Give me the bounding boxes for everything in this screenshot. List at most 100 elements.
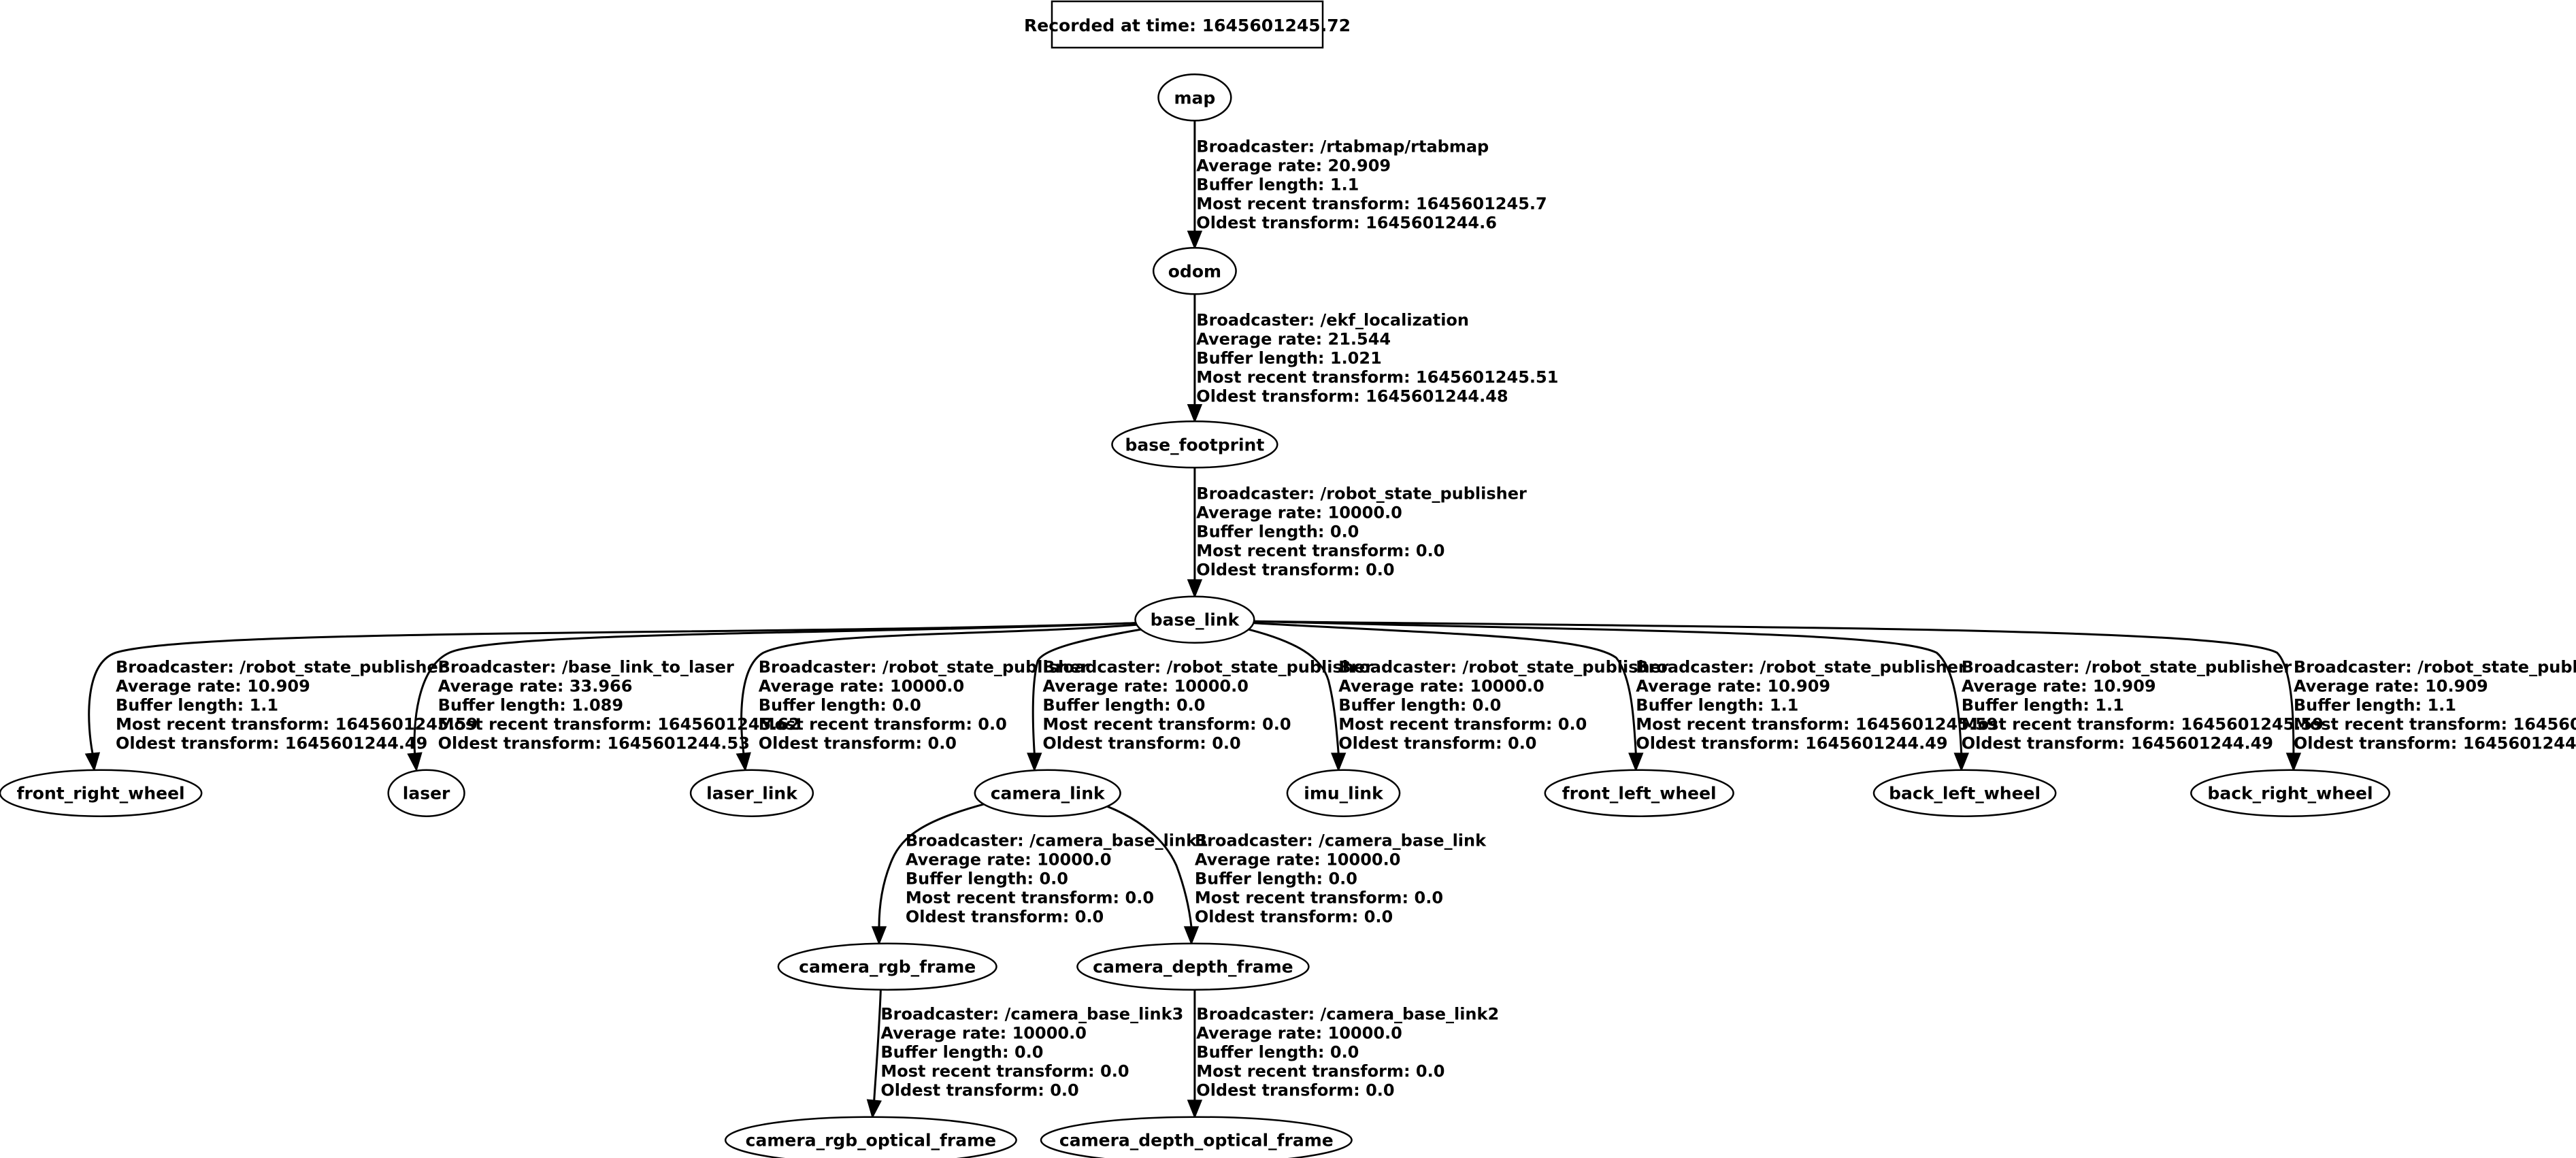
- edge-label-line: Oldest transform: 0.0: [1195, 908, 1393, 927]
- edge-label-line: Buffer length: 1.1: [2294, 696, 2456, 715]
- edge-base_link-to-back_right_wheel: [1254, 620, 2302, 772]
- edge-label-line: Average rate: 10000.0: [906, 850, 1112, 870]
- arrowhead-icon: [1187, 579, 1203, 599]
- edge-label-line: Most recent transform: 0.0: [1196, 1062, 1444, 1081]
- edge-base_link-to-laser: [407, 622, 1137, 772]
- edge-line: [1252, 622, 1637, 754]
- edge-line: [88, 622, 1137, 754]
- edge-line: [878, 801, 989, 927]
- edge-label-line: Buffer length: 0.0: [906, 870, 1068, 889]
- edge-label-line: Average rate: 10.909: [116, 677, 310, 696]
- edge-label-base_link-to-front_right_wheel: Broadcaster: /robot_state_publisherAvera…: [116, 657, 478, 752]
- node-label: laser_link: [706, 784, 798, 804]
- edge-line: [413, 622, 1137, 754]
- node-ellipse: [777, 942, 997, 991]
- arrowhead-icon: [1187, 404, 1203, 423]
- edge-label-line: Oldest transform: 0.0: [1196, 561, 1394, 580]
- node-label: base_footprint: [1125, 435, 1264, 454]
- node-front-left-wheel: front_left_wheel: [1544, 769, 1734, 817]
- edge-label-line: Oldest transform: 1645601244.49: [116, 734, 427, 753]
- node-map: map: [1157, 73, 1232, 122]
- edge-camera_rgb_frame-to-camera_rgb_optical_frame: [866, 989, 882, 1119]
- edge-base_link-to-laser_link: [736, 623, 1139, 772]
- edge-label-line: Oldest transform: 0.0: [1196, 1081, 1394, 1100]
- nodes-layer: map odom base_footprint base_link front_righ…: [0, 73, 2390, 1158]
- edge-label-line: Buffer length: 1.1: [116, 696, 278, 715]
- node-ellipse: [387, 769, 465, 817]
- edge-label-line: Most recent transform: 0.0: [906, 889, 1154, 908]
- node-camera-rgb-optical-frame: camera_rgb_optical_frame: [725, 1116, 1017, 1158]
- edge-label-line: Most recent transform: 1645601245.59: [2294, 715, 2576, 734]
- node-back-left-wheel: back_left_wheel: [1872, 769, 2057, 817]
- node-label: front_right_wheel: [17, 784, 185, 804]
- node-label: base_link: [1151, 610, 1240, 630]
- arrowhead-icon: [736, 752, 751, 772]
- edge-line: [1106, 805, 1193, 927]
- node-front-right-wheel: front_right_wheel: [0, 769, 203, 817]
- node-ellipse: [1286, 769, 1401, 817]
- edge-label-line: Broadcaster: /robot_state_publisher: [116, 657, 446, 676]
- node-base-link: base_link: [1134, 595, 1255, 644]
- node-camera-rgb-frame: camera_rgb_frame: [777, 942, 997, 991]
- edge-camera_depth_frame-to-camera_depth_optical_frame: [1187, 989, 1203, 1119]
- edge-label-line: Broadcaster: /camera_base_link3: [880, 1004, 1183, 1023]
- arrowhead-icon: [407, 752, 423, 772]
- edge-label-line: Broadcaster: /robot_state_publisher: [1338, 657, 1669, 676]
- edge-label-line: Average rate: 21.544: [1196, 330, 1391, 349]
- arrowhead-icon: [1027, 752, 1042, 772]
- node-base-footprint: base_footprint: [1111, 420, 1278, 469]
- arrowhead-icon: [1628, 752, 1644, 772]
- edge-label-line: Average rate: 10.909: [1962, 677, 2156, 696]
- edge-label-line: Broadcaster: /robot_state_publisher: [1636, 657, 1966, 676]
- edge-label-base_link-to-front_left_wheel: Broadcaster: /robot_state_publisherAvera…: [1636, 657, 1998, 752]
- edge-label-line: Buffer length: 1.1: [1196, 176, 1359, 195]
- edge-line: [1254, 620, 2295, 754]
- node-label: camera_depth_optical_frame: [1059, 1131, 1334, 1151]
- edge-label-line: Broadcaster: /robot_state_publisher: [1962, 657, 2292, 676]
- arrowhead-icon: [1187, 1099, 1203, 1119]
- edge-label-line: Oldest transform: 0.0: [880, 1081, 1078, 1100]
- edge-label-base_link-to-back_left_wheel: Broadcaster: /robot_state_publisherAvera…: [1962, 657, 2324, 752]
- edge-label-line: Average rate: 10000.0: [1338, 677, 1545, 696]
- edge-label-line: Buffer length: 0.0: [1196, 523, 1359, 542]
- edge-label-line: Buffer length: 1.089: [438, 696, 623, 715]
- edge-label-line: Average rate: 10.909: [1636, 677, 1830, 696]
- edge-label-line: Buffer length: 0.0: [1195, 870, 1357, 889]
- edge-label-line: Average rate: 10000.0: [1195, 850, 1401, 870]
- edge-label-line: Buffer length: 1.021: [1196, 349, 1381, 368]
- node-ellipse: [1872, 769, 2057, 817]
- edge-label-line: Most recent transform: 1645601245.59: [1962, 715, 2324, 734]
- node-label: camera_depth_frame: [1093, 957, 1293, 977]
- node-label: back_left_wheel: [1889, 784, 2041, 804]
- edge-label-line: Oldest transform: 1645601244.6: [1196, 214, 1497, 233]
- edge-label-line: Most recent transform: 1645601245.51: [1196, 368, 1558, 387]
- edge-label-line: Broadcaster: /rtabmap/rtabmap: [1196, 137, 1489, 156]
- edge-label-line: Buffer length: 0.0: [880, 1043, 1043, 1062]
- node-ellipse: [689, 769, 814, 817]
- edge-base_link-to-front_right_wheel: [84, 622, 1137, 772]
- node-ellipse: [2190, 769, 2390, 817]
- edge-label-line: Buffer length: 1.1: [1636, 696, 1798, 715]
- edge-label-line: Oldest transform: 1645601244.49: [1636, 734, 1947, 753]
- edge-label-base_link-to-imu_link: Broadcaster: /robot_state_publisherAvera…: [1338, 657, 1669, 752]
- edge-label-line: Most recent transform: 0.0: [1338, 715, 1587, 734]
- edge-label-line: Most recent transform: 1645601245.62: [438, 715, 800, 734]
- node-label: odom: [1168, 261, 1221, 281]
- arrowhead-icon: [871, 926, 887, 946]
- node-camera-depth-optical-frame: camera_depth_optical_frame: [1040, 1116, 1353, 1158]
- edge-label-line: Broadcaster: /robot_state_publisher: [1042, 657, 1373, 676]
- edge-label-line: Broadcaster: /base_link_to_laser: [438, 657, 734, 676]
- edge-base_link-to-front_left_wheel: [1252, 622, 1644, 772]
- edge-label-line: Broadcaster: /camera_base_link2: [1196, 1004, 1499, 1023]
- node-odom: odom: [1152, 247, 1237, 295]
- edge-line: [1254, 620, 1963, 754]
- edge-label-line: Oldest transform: 1645601244.53: [438, 734, 750, 753]
- edge-label-line: Broadcaster: /robot_state_publisher: [2294, 657, 2576, 676]
- edge-label-line: Average rate: 10000.0: [1042, 677, 1249, 696]
- recorded-time-label: Recorded at time: 1645601245.72: [1024, 16, 1351, 35]
- node-ellipse: [1134, 595, 1255, 644]
